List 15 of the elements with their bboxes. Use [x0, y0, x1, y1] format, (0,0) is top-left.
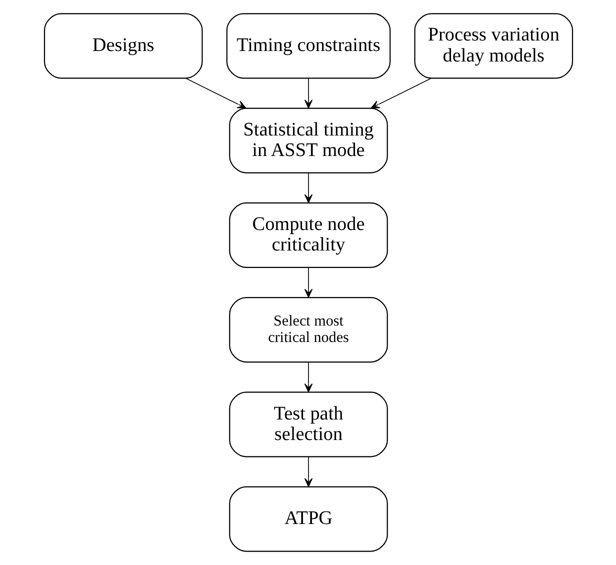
node-box: Timing constraints	[226, 13, 390, 79]
arrow	[304, 172, 312, 204]
arrow	[370, 78, 431, 109]
node-box: Compute node criticality	[228, 202, 388, 268]
node-box: Statistical timing in ASST mode	[228, 108, 388, 174]
arrow	[304, 78, 312, 109]
node-box: Process variation delay models	[414, 13, 573, 79]
arrow	[304, 267, 312, 298]
arrow	[304, 456, 312, 488]
node-box: Select most critical nodes	[228, 297, 388, 363]
node-box: Designs	[43, 13, 202, 79]
arrow	[185, 78, 246, 109]
node-box: Test path selection	[228, 392, 388, 458]
node-box: ATPG	[228, 486, 388, 552]
arrow	[304, 362, 312, 392]
